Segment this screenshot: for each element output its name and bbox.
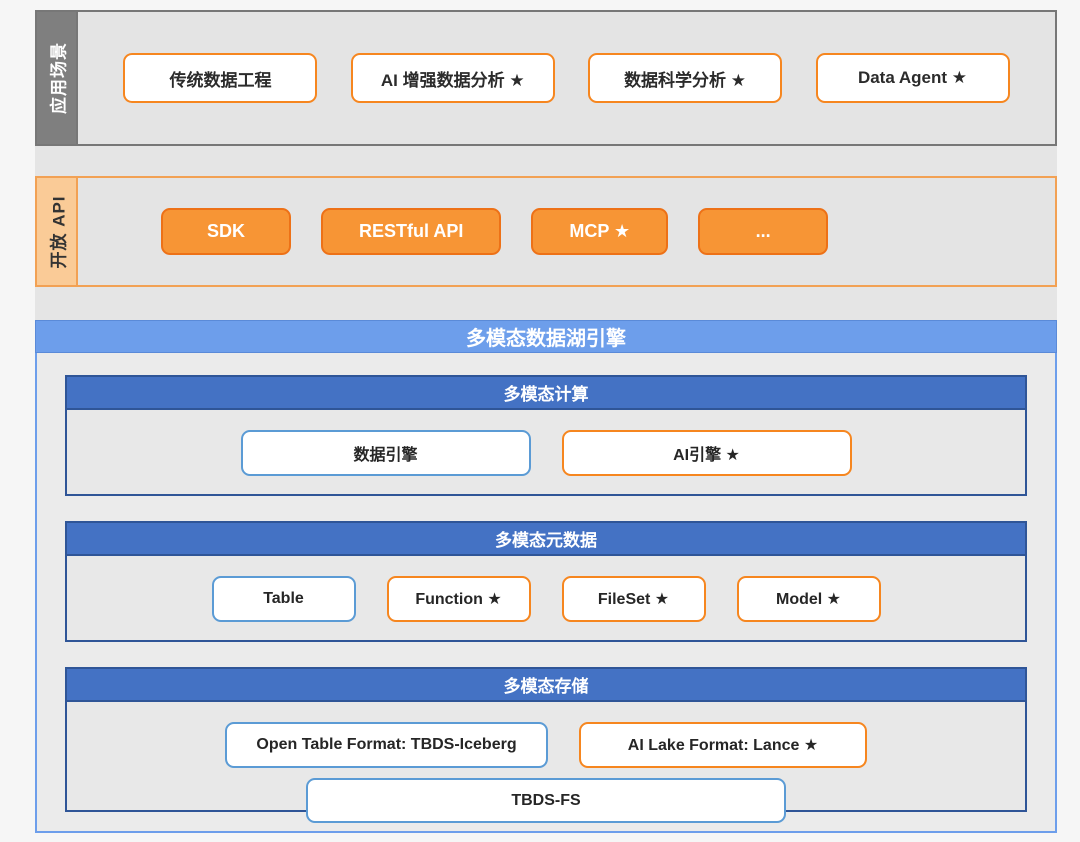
engine-group: 多模态存储 Open Table Format: TBDS-Iceberg AI L… bbox=[65, 667, 1027, 823]
api-box: MCP ★ bbox=[531, 208, 669, 255]
scenario-box: AI 增强数据分析 ★ bbox=[350, 53, 555, 103]
application-scenarios-tab-label: 应用场景 bbox=[49, 42, 68, 114]
scenario-box: 数据科学分析 ★ bbox=[588, 53, 783, 103]
engine-group-row: Open Table Format: TBDS-Iceberg AI Lake F… bbox=[225, 722, 867, 768]
api-box: ... bbox=[698, 208, 829, 255]
engine-group-title: 多模态计算 bbox=[67, 377, 1025, 410]
engine-component-box: AI引擎 ★ bbox=[561, 430, 852, 476]
engine-component-box: AI Lake Format: Lance ★ bbox=[579, 722, 867, 768]
engine-group-title: 多模态存储 bbox=[67, 669, 1025, 702]
data-lake-engine-title: 多模态数据湖引擎 bbox=[35, 320, 1057, 353]
data-lake-engine-body: 多模态计算数据引擎 AI引擎 ★ 多模态元数据 Table Function ★ File… bbox=[35, 353, 1057, 833]
open-api-band: 开放 API SDK RESTful API MCP ★... bbox=[35, 176, 1057, 287]
architecture-diagram: 应用场景 传统数据工程 AI 增强数据分析 ★ 数据科学分析 ★ Data Agent… bbox=[35, 10, 1057, 833]
engine-component-box: Table bbox=[211, 576, 356, 622]
scenario-box: Data Agent ★ bbox=[815, 53, 1010, 103]
open-api-tab-label: 开放 API bbox=[49, 194, 68, 269]
engine-group-row: TBDS-FS bbox=[306, 778, 786, 823]
engine-component-box: TBDS-FS bbox=[306, 778, 786, 823]
engine-component-box: Open Table Format: TBDS-Iceberg bbox=[225, 722, 548, 768]
engine-group: 多模态计算数据引擎 AI引擎 ★ bbox=[65, 375, 1027, 496]
engine-group-body: 数据引擎 AI引擎 ★ bbox=[67, 410, 1025, 494]
engine-group-title: 多模态元数据 bbox=[67, 523, 1025, 556]
engine-component-box: Function ★ bbox=[386, 576, 531, 622]
engine-component-box: FileSet ★ bbox=[561, 576, 706, 622]
engine-component-box: Model ★ bbox=[736, 576, 881, 622]
engine-group: 多模态元数据 Table Function ★ FileSet ★ Model ★ bbox=[65, 521, 1027, 642]
engine-group-row: 数据引擎 AI引擎 ★ bbox=[240, 430, 852, 476]
open-api-items: SDK RESTful API MCP ★... bbox=[78, 178, 1055, 285]
open-api-tab: 开放 API bbox=[37, 178, 78, 285]
engine-group-body: Table Function ★ FileSet ★ Model ★ bbox=[67, 556, 1025, 640]
data-lake-engine-section: 多模态数据湖引擎 多模态计算数据引擎 AI引擎 ★ 多模态元数据 Table Funct… bbox=[35, 320, 1057, 833]
application-scenarios-tab: 应用场景 bbox=[37, 12, 78, 144]
api-box: SDK bbox=[161, 208, 291, 255]
application-scenarios-band: 应用场景 传统数据工程 AI 增强数据分析 ★ 数据科学分析 ★ Data Agent… bbox=[35, 10, 1057, 146]
engine-group-body: Open Table Format: TBDS-Iceberg AI Lake F… bbox=[67, 702, 1025, 823]
api-box: RESTful API bbox=[321, 208, 502, 255]
engine-group-row: Table Function ★ FileSet ★ Model ★ bbox=[211, 576, 881, 622]
scenario-box: 传统数据工程 bbox=[123, 53, 318, 103]
application-scenarios-items: 传统数据工程 AI 增强数据分析 ★ 数据科学分析 ★ Data Agent ★ bbox=[78, 12, 1055, 144]
engine-component-box: 数据引擎 bbox=[240, 430, 531, 476]
